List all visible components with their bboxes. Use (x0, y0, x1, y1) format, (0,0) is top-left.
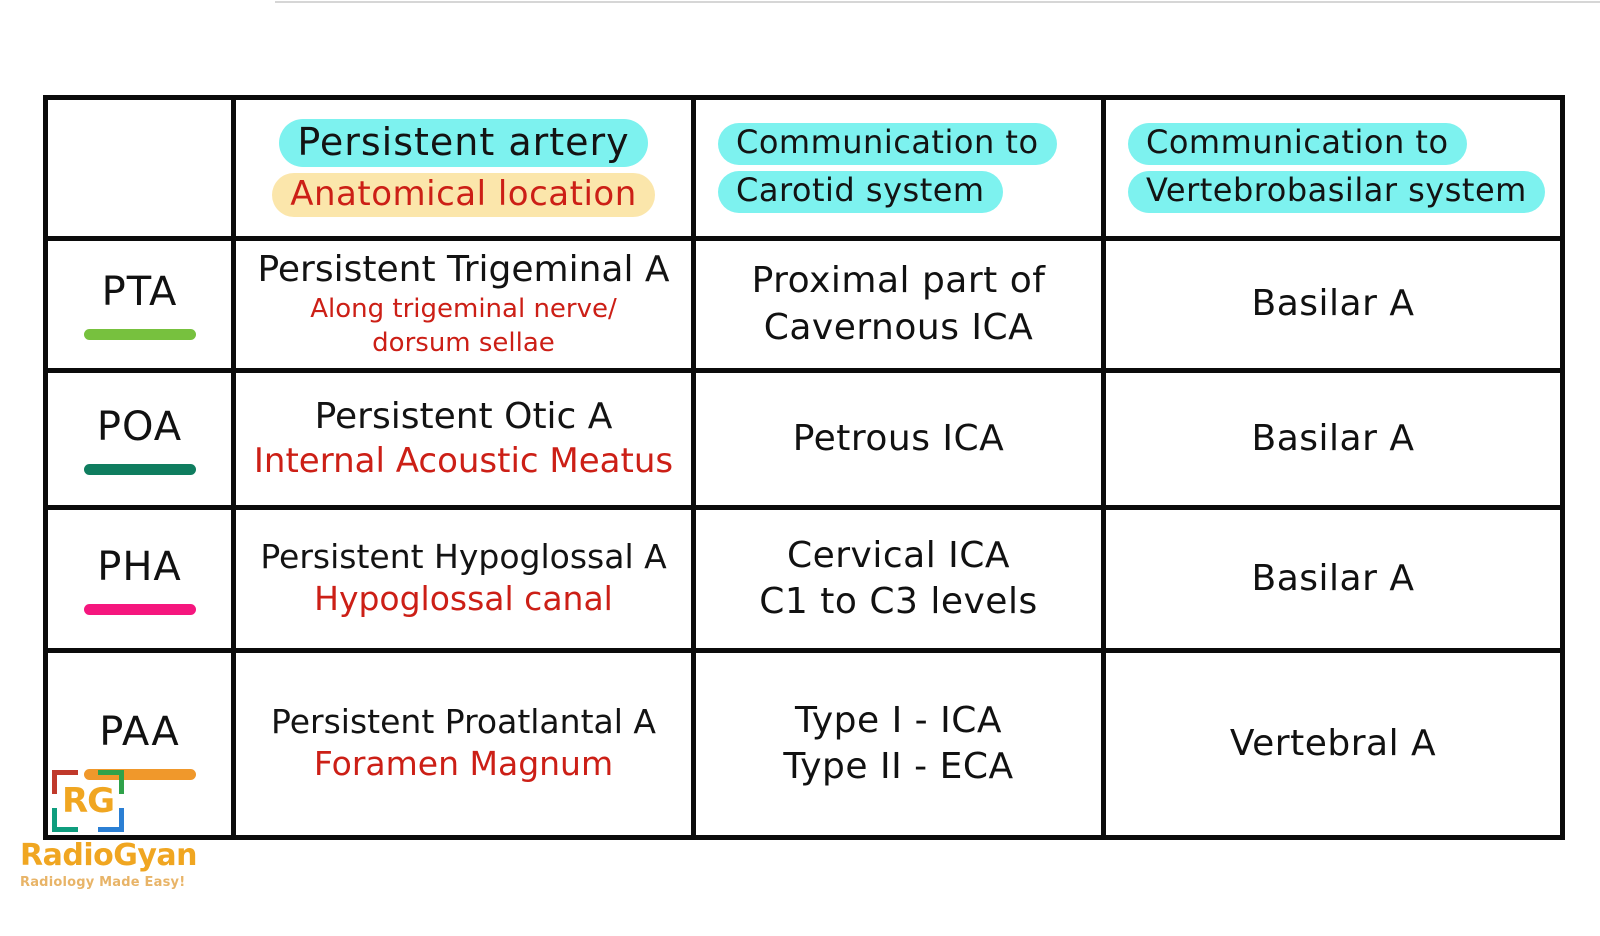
header-persistent-artery-label: Persistent artery (279, 118, 648, 168)
persistent-carotid-vertebrobasilar-anastomoses-table: Persistent artery Anatomical location Co… (43, 95, 1565, 840)
cell-carotid-communication: Type I - ICA Type II - ECA (691, 648, 1106, 840)
cell-vertebrobasilar-communication: Basilar A (1101, 236, 1565, 373)
logo-wordmark: RadioGyan (20, 838, 198, 873)
carotid-communication-line1: Type I - ICA (794, 699, 1002, 741)
header-carotid-line2: Carotid system (718, 171, 1003, 213)
cell-abbreviation: POA (43, 368, 236, 510)
cell-vertebrobasilar-communication: Vertebral A (1101, 648, 1565, 840)
abbreviation-text: PAA (99, 708, 180, 755)
abbreviation-color-rule (83, 329, 196, 340)
artery-location-line1: Foramen Magnum (313, 743, 614, 783)
artery-name: Persistent Hypoglossal A (260, 537, 667, 577)
cell-vertebrobasilar-communication: Basilar A (1101, 505, 1565, 653)
cell-carotid-communication: Proximal part of Cavernous ICA (691, 236, 1106, 373)
header-vertebrobasilar-line1: Communication to (1128, 123, 1467, 165)
artery-location-line1: Hypoglossal canal (314, 578, 613, 618)
carotid-communication-line2: C1 to C3 levels (759, 581, 1038, 622)
header-cell-vertebrobasilar-communication: Communication to Vertebrobasilar system (1101, 95, 1565, 241)
table-row: POA Persistent Otic A Internal Acoustic … (43, 368, 1565, 510)
logo-bracket-frame-icon: RG (52, 770, 124, 832)
comparison-table: Persistent artery Anatomical location Co… (43, 95, 1565, 840)
vertebrobasilar-communication: Basilar A (1251, 283, 1415, 325)
header-cell-carotid-communication: Communication to Carotid system (691, 95, 1106, 241)
abbreviation-text: POA (96, 403, 183, 450)
abbreviation-color-rule (83, 463, 196, 475)
artery-name: Persistent Trigeminal A (257, 249, 670, 291)
top-divider-line (275, 1, 1600, 3)
artery-name: Persistent Otic A (314, 396, 613, 438)
cell-artery: Persistent Trigeminal A Along trigeminal… (231, 236, 696, 373)
carotid-communication-line1: Cervical ICA (786, 534, 1011, 576)
artery-location-line1: Along trigeminal nerve/ (310, 293, 617, 324)
artery-location-line2: dorsum sellae (372, 328, 555, 359)
header-vertebrobasilar-line2: Vertebrobasilar system (1128, 171, 1545, 213)
carotid-communication-line1: Proximal part of (751, 260, 1046, 302)
cell-vertebrobasilar-communication: Basilar A (1101, 368, 1565, 510)
abbreviation-text: PHA (97, 543, 182, 590)
logo-corner-top-left-vertical-icon (52, 770, 57, 794)
abbreviation-color-rule (83, 768, 196, 780)
abbreviation-block: PAA (54, 709, 225, 780)
logo-corner-bottom-right-icon (98, 827, 124, 832)
table-row: PHA Persistent Hypoglossal A Hypoglossal… (43, 505, 1565, 653)
vertebrobasilar-communication: Basilar A (1251, 557, 1415, 599)
header-artery-stack: Persistent artery Anatomical location (242, 118, 685, 218)
header-cell-persistent-artery: Persistent artery Anatomical location (231, 95, 696, 241)
logo-corner-bottom-right-vertical-icon (119, 808, 124, 832)
carotid-communication-line2: Cavernous ICA (763, 306, 1034, 348)
cell-artery: Persistent Proatlantal A Foramen Magnum (231, 648, 696, 840)
abbreviation-block: PHA (54, 544, 225, 615)
artery-location-line1: Internal Acoustic Meatus (253, 440, 674, 481)
header-anatomical-location-label: Anatomical location (272, 173, 655, 218)
artery-name: Persistent Proatlantal A (271, 702, 656, 742)
header-carotid-stack: Communication to Carotid system (702, 123, 1095, 213)
cell-artery: Persistent Otic A Internal Acoustic Meat… (231, 368, 696, 510)
carotid-communication-line2: Type II - ECA (783, 746, 1014, 787)
logo-corner-bottom-left-vertical-icon (52, 808, 57, 832)
cell-carotid-communication: Petrous ICA (691, 368, 1106, 510)
logo-tagline: Radiology Made Easy! (20, 875, 186, 890)
radiogyan-logo[interactable]: RG RadioGyan Radiology Made Easy! (20, 770, 198, 915)
header-cell-abbreviation (43, 95, 236, 241)
vertebrobasilar-communication: Basilar A (1251, 417, 1415, 459)
logo-corner-top-right-icon (98, 770, 124, 775)
header-vertebrobasilar-stack: Communication to Vertebrobasilar system (1112, 123, 1554, 213)
cell-abbreviation: PAA (43, 648, 236, 840)
logo-corner-top-right-vertical-icon (119, 770, 124, 794)
abbreviation-block: PTA (54, 269, 225, 340)
table-row: PAA Persistent Proatlantal A Foramen Mag… (43, 648, 1565, 840)
vertebrobasilar-communication: Vertebral A (1229, 722, 1437, 764)
cell-carotid-communication: Cervical ICA C1 to C3 levels (691, 505, 1106, 653)
logo-corner-top-left-icon (52, 770, 78, 775)
carotid-communication-line1: Petrous ICA (792, 417, 1005, 459)
abbreviation-color-rule (83, 603, 196, 615)
header-carotid-line1: Communication to (718, 123, 1057, 165)
cell-artery: Persistent Hypoglossal A Hypoglossal can… (231, 505, 696, 653)
table-row: PTA Persistent Trigeminal A Along trigem… (43, 236, 1565, 373)
logo-monogram: RG (61, 781, 115, 821)
logo-corner-bottom-left-icon (52, 827, 78, 832)
cell-abbreviation: PHA (43, 505, 236, 653)
cell-abbreviation: PTA (43, 236, 236, 373)
abbreviation-block: POA (54, 404, 225, 475)
abbreviation-text: PTA (101, 269, 178, 315)
table-header-row: Persistent artery Anatomical location Co… (43, 95, 1565, 241)
